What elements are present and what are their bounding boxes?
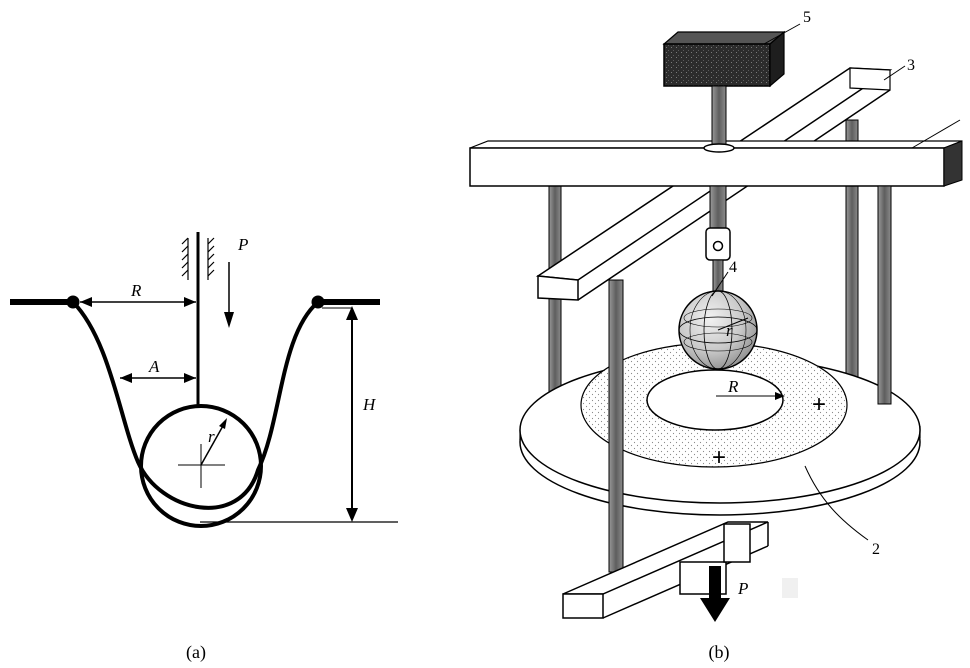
label-P-b: P [737, 579, 748, 598]
dim-A [120, 373, 196, 383]
top-crossbar [469, 140, 963, 187]
label-r-b: r [726, 321, 733, 340]
label-R-b: R [727, 377, 739, 396]
bottom-bar [562, 521, 769, 619]
panel-a: P R A H r (a) [10, 232, 398, 663]
rod-front-left [608, 279, 624, 573]
ball-indenter [678, 290, 758, 370]
indenter-circle [139, 404, 263, 528]
dim-R-b [716, 392, 785, 400]
clamp-left [10, 295, 80, 309]
center-cross [178, 444, 225, 488]
membrane-curve [71, 300, 320, 510]
dim-H [200, 306, 398, 523]
label-P-a: P [237, 235, 248, 254]
load-arrow-b [700, 566, 730, 622]
part-number-5: 5 [803, 9, 811, 26]
label-r-a: r [208, 427, 215, 446]
caption-b: (b) [709, 642, 730, 663]
label-patch [782, 578, 798, 598]
rod-front-right [877, 185, 892, 405]
clevis-pin [712, 240, 724, 252]
radius-arrow [200, 418, 227, 466]
dim-R [80, 297, 196, 307]
part-number-4: 4 [729, 259, 737, 276]
lower-shaft [709, 185, 727, 231]
caption-a: (a) [186, 642, 206, 663]
part-number-2: 2 [872, 541, 880, 558]
leader-lines [711, 23, 961, 541]
plus-sign-right: + [812, 391, 826, 418]
shaft-bushing [703, 143, 735, 153]
guide-hatch [181, 237, 215, 280]
membrane-ring [580, 342, 848, 468]
hanger-web [723, 523, 751, 563]
upper-shaft [711, 85, 727, 147]
load-arrow-a [224, 262, 234, 328]
panel-b: R + + [469, 9, 963, 663]
plus-sign-left: + [712, 444, 726, 471]
label-A-a: A [148, 357, 160, 376]
part-number-3: 3 [907, 57, 915, 74]
label-H-a: H [362, 395, 377, 414]
clamp-right [311, 295, 380, 309]
weight-5 [662, 30, 786, 88]
label-R-a: R [130, 281, 142, 300]
